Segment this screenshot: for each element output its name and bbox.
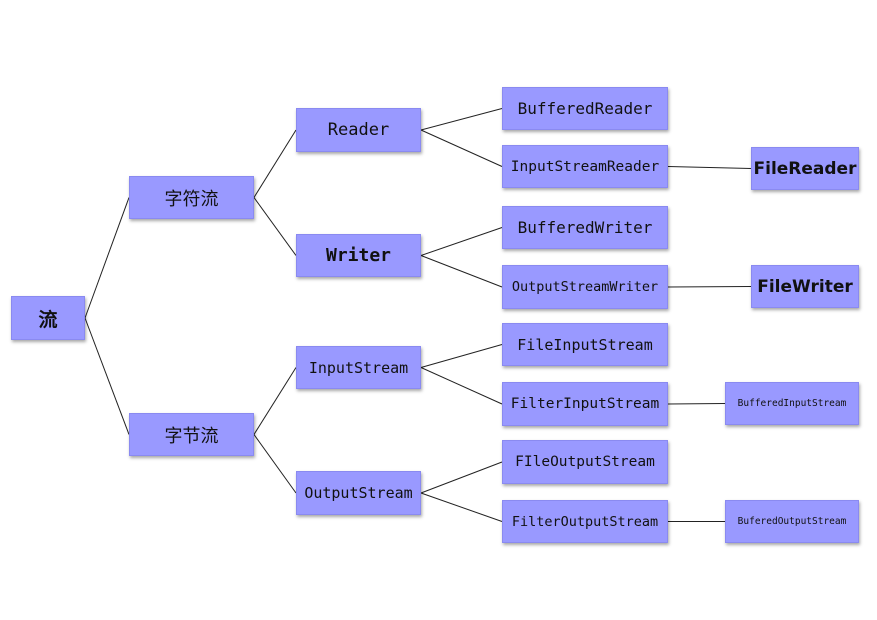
connector-char_stream-to-writer — [253, 197, 297, 256]
connector-output_stream-to-file_output_stream — [420, 461, 503, 494]
node-file-input-stream: FileInputStream — [502, 323, 668, 366]
node-buffered-writer: BufferedWriter — [502, 206, 668, 249]
connector-input_stream-to-file_input_stream — [420, 344, 503, 368]
node-byte-stream: 字节流 — [129, 413, 254, 456]
connector-reader-to-input_stream_reader — [420, 129, 503, 167]
connector-writer-to-buffered_writer — [420, 227, 503, 256]
connector-filter_input_stream-to-buffered_input_stream — [667, 403, 726, 405]
connector-byte_stream-to-input_stream — [253, 367, 297, 435]
connector-input_stream-to-filter_input_stream — [420, 367, 503, 405]
node-character-stream: 字符流 — [129, 176, 254, 219]
node-filter-input-stream: FilterInputStream — [502, 382, 668, 426]
node-output-stream: OutputStream — [296, 471, 421, 515]
connector-input_stream_reader-to-file_reader — [667, 166, 752, 169]
connector-output_stream_writer-to-file_writer — [667, 286, 752, 288]
node-root-stream: 流 — [11, 296, 85, 340]
node-buffered-output-stream: BuferedOutputStream — [725, 500, 859, 543]
node-buffered-input-stream: BufferedInputStream — [725, 382, 859, 425]
node-reader: Reader — [296, 108, 421, 152]
connector-output_stream-to-filter_output_stream — [420, 492, 503, 522]
node-input-stream-reader: InputStreamReader — [502, 145, 668, 188]
connector-reader-to-buffered_reader — [420, 108, 503, 131]
connector-writer-to-output_stream_writer — [420, 255, 503, 288]
node-file-output-stream: FIleOutputStream — [502, 440, 668, 484]
node-file-reader: FileReader — [751, 147, 859, 190]
connector-root-to-byte_stream — [84, 317, 130, 435]
node-writer: Writer — [296, 234, 421, 277]
node-file-writer: FileWriter — [751, 265, 859, 308]
connector-char_stream-to-reader — [253, 129, 297, 198]
connector-root-to-char_stream — [84, 197, 130, 319]
node-filter-output-stream: FilterOutputStream — [502, 500, 668, 543]
node-buffered-reader: BufferedReader — [502, 87, 668, 130]
node-output-stream-writer: OutputStreamWriter — [502, 265, 668, 309]
node-input-stream: InputStream — [296, 346, 421, 389]
connector-byte_stream-to-output_stream — [253, 434, 297, 494]
